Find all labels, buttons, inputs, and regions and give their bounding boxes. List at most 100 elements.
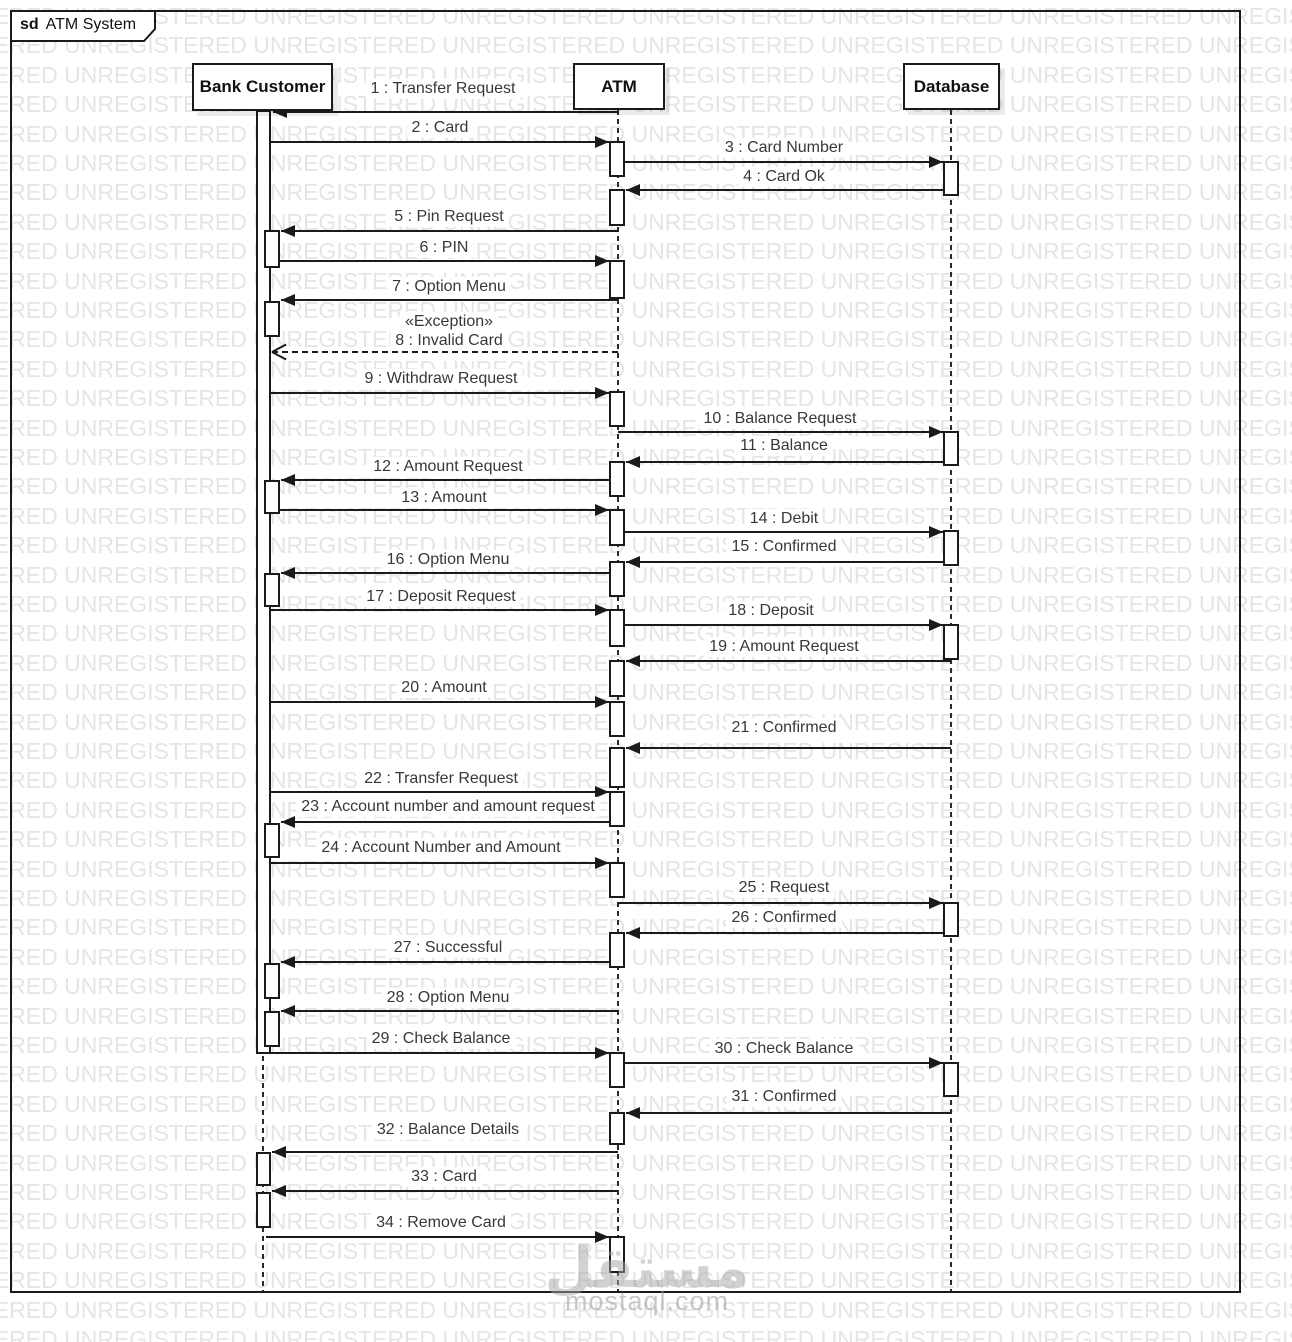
activation-bar-atm-15 [609,509,625,546]
mostaql-site-watermark: mostaql.com [564,1286,730,1316]
activation-bar-atm-25 [609,1112,625,1145]
activation-bar-atm-22 [609,862,625,898]
message-label-31: 31 : Confirmed [726,1086,842,1108]
activation-bar-atm-16 [609,561,625,597]
message-arrowhead-6 [595,255,609,267]
activation-bar-customer-4 [264,573,280,607]
activation-bar-customer-3 [264,480,280,514]
message-label-7: 7 : Option Menu [387,276,511,298]
message-arrowhead-7 [281,294,295,306]
activation-bar-atm-17 [609,609,625,647]
activation-bar-atm-23 [609,932,625,968]
message-line-23 [281,821,618,823]
message-line-1 [273,111,618,113]
lifeline-head-customer: Bank Customer [192,63,333,111]
message-arrowhead-16 [281,567,295,579]
message-label-11: 11 : Balance [735,435,833,457]
activation-bar-atm-24 [609,1052,625,1088]
message-arrowhead-14 [929,526,943,538]
message-line-17 [263,609,609,611]
message-line-32 [272,1151,618,1153]
message-label-2: 2 : Card [406,117,474,139]
activation-bar-database-30 [943,624,959,660]
message-line-18 [618,624,943,626]
message-line-25 [618,902,943,904]
message-label-32: 32 : Balance Details [371,1119,525,1141]
activation-bar-customer-8 [256,1152,271,1186]
message-label-13: 13 : Amount [396,487,492,509]
message-label-23: 23 : Account number and amount request [296,796,600,818]
message-line-14 [618,531,943,533]
message-arrowhead-33 [272,1185,286,1197]
lifeline-database [950,110,952,1292]
activation-bar-atm-21 [609,791,625,827]
message-line-10 [618,431,943,433]
activation-bar-customer-5 [264,823,280,858]
activation-bar-customer-9 [256,1192,271,1228]
message-label-17: 17 : Deposit Request [361,586,521,608]
activation-bar-atm-20 [609,747,625,788]
message-arrowhead-30 [929,1057,943,1069]
message-arrowhead-2 [595,136,609,148]
message-label-4: 4 : Card Ok [738,166,830,188]
message-label-21: 21 : Confirmed [726,717,842,739]
message-label-15: 15 : Confirmed [726,536,842,558]
message-arrowhead-5 [281,225,295,237]
message-arrowhead-31 [626,1107,640,1119]
message-arrowhead-34 [595,1231,609,1243]
activation-bar-database-29 [943,530,959,566]
message-arrowhead-15 [626,556,640,568]
message-arrowhead-10 [929,426,943,438]
message-label-20: 20 : Amount [396,677,492,699]
message-line-33 [272,1190,618,1192]
message-arrowhead-3 [929,156,943,168]
message-line-9 [263,392,609,394]
message-label-16: 16 : Option Menu [381,549,515,571]
message-label-29: 29 : Check Balance [366,1028,516,1050]
message-line-22 [263,791,609,793]
activation-bar-database-31 [943,902,959,937]
message-label-33: 33 : Card [406,1166,482,1188]
message-arrowhead-18 [929,619,943,631]
message-arrowhead-13 [595,504,609,516]
activation-bar-atm-11 [609,189,625,226]
message-arrowhead-24 [595,857,609,869]
message-label-1: 1 : Transfer Request [365,78,521,100]
message-arrowhead-20 [595,696,609,708]
message-line-30 [618,1062,943,1064]
unregistered-watermark-row: UNREGISTERED UNREGISTERED UNREGISTERED U… [0,1326,1292,1342]
message-label-3: 3 : Card Number [719,137,849,159]
message-line-34 [266,1236,609,1238]
frame-sd-keyword: sd [20,16,39,33]
message-arrowhead-21 [626,742,640,754]
message-line-24 [263,862,609,864]
message-line-6 [263,260,609,262]
activation-bar-customer-6 [264,963,280,999]
activation-bar-atm-26 [609,1236,625,1273]
message-arrowhead-9 [595,387,609,399]
activation-bar-atm-18 [609,660,625,697]
activation-bar-atm-19 [609,701,625,737]
activation-bar-customer-1 [264,230,280,268]
message-label-5: 5 : Pin Request [389,206,509,228]
activation-bar-database-28 [943,431,959,466]
message-line-31 [626,1112,951,1114]
message-line-7 [281,299,618,301]
message-arrowhead-32 [272,1146,286,1158]
message-label-30: 30 : Check Balance [709,1038,859,1060]
lifeline-head-atm: ATM [573,63,665,110]
message-line-28 [281,1010,618,1012]
message-arrowhead-28 [281,1005,295,1017]
message-line-4 [626,189,951,191]
message-arrowhead-27 [281,956,295,968]
message-arrowhead-19 [626,655,640,667]
message-line-13 [263,509,609,511]
message-arrowhead-17 [595,604,609,616]
message-line-21 [626,747,951,749]
message-label-24: 24 : Account Number and Amount [316,837,566,859]
message-line-2 [263,141,609,143]
message-label-10: 10 : Balance Request [698,408,862,430]
message-line-26 [626,932,951,934]
message-label-28: 28 : Option Menu [381,987,515,1009]
